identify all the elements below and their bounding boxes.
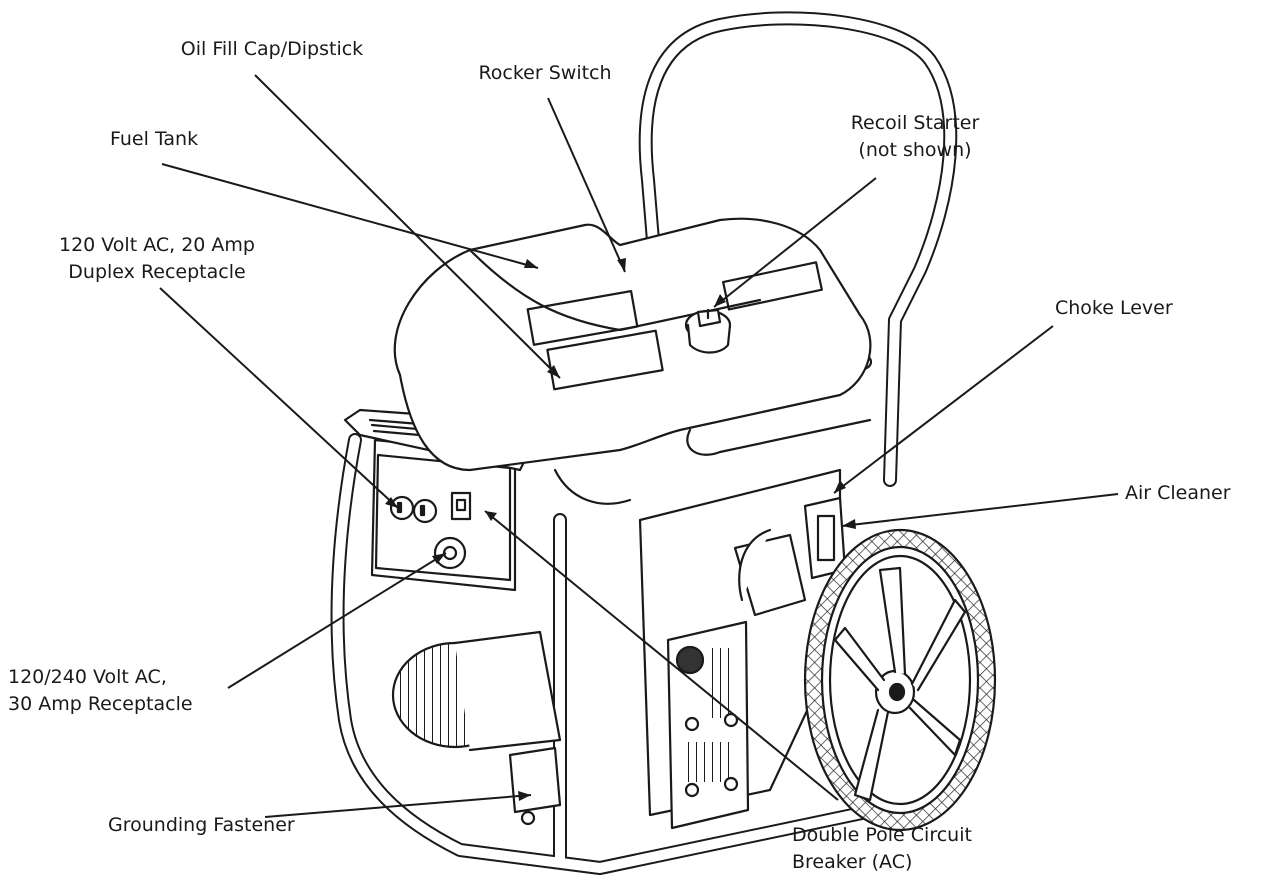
label-recoil-starter: Recoil Starter (not shown) <box>850 112 980 161</box>
leader-recoil-starter <box>713 177 877 308</box>
leader-fuel-tank <box>161 163 539 269</box>
ground-bracket <box>508 746 562 814</box>
label-choke-lever: Choke Lever <box>1055 297 1173 319</box>
leader-rocker-switch <box>547 97 626 273</box>
leader-choke-lever <box>833 325 1054 494</box>
leader-air-cleaner <box>841 493 1119 527</box>
leader-lines <box>159 74 1119 818</box>
label-circuit-breaker: Double Pole Circuit Breaker (AC) <box>792 824 972 873</box>
leader-30a-receptacle <box>227 552 447 689</box>
leader-oil-fill <box>254 74 561 379</box>
generator-drawing <box>330 11 997 875</box>
leader-duplex-receptacle <box>159 287 399 509</box>
label-30a-receptacle: 120/240 Volt AC, 30 Amp Receptacle <box>8 666 193 715</box>
label-rocker-switch: Rocker Switch <box>478 62 612 84</box>
leader-arrowheads <box>385 258 856 801</box>
label-air-cleaner: Air Cleaner <box>1125 482 1231 504</box>
label-fuel-tank: Fuel Tank <box>110 128 199 150</box>
leader-circuit-breaker <box>484 510 839 801</box>
fuel-tank <box>393 217 872 472</box>
leader-grounding-fastener <box>264 794 532 818</box>
label-grounding-fastener: Grounding Fastener <box>108 814 295 836</box>
label-duplex-receptacle: 120 Volt AC, 20 Amp Duplex Receptacle <box>58 234 255 283</box>
label-oil-fill: Oil Fill Cap/Dipstick <box>180 38 364 60</box>
